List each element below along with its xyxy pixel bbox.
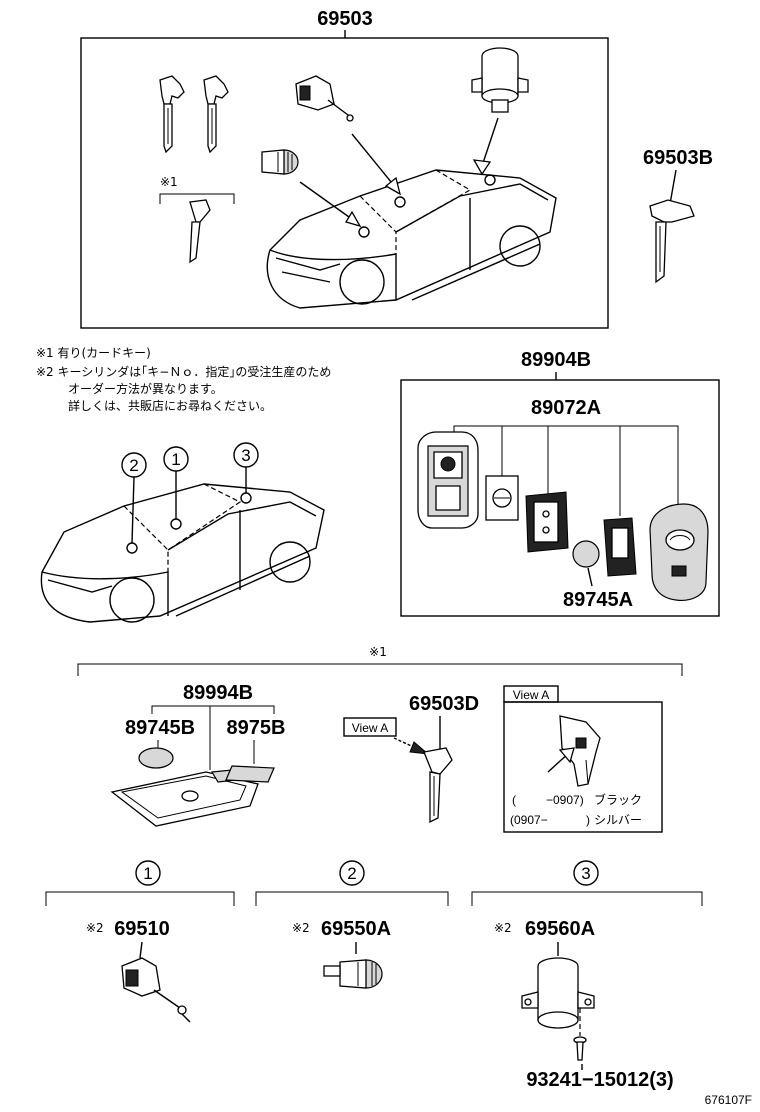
view-a-row2-to: ) <box>586 813 590 827</box>
callout-1: 1 <box>135 860 161 886</box>
bracket-group-1 <box>45 891 235 906</box>
part-number-69503: 69503 <box>317 8 373 30</box>
door-lock-cylinder-icon <box>295 75 354 122</box>
bracket-group-3 <box>471 891 703 906</box>
leader-89745A <box>587 567 593 587</box>
view-a-panel <box>503 701 663 833</box>
note-mark-2: ※2 <box>292 921 310 935</box>
key-icon <box>159 75 185 154</box>
note-mark-2: ※2 <box>86 921 104 935</box>
note-mark-2: ※2 <box>494 921 512 935</box>
callout-3: 3 <box>573 860 599 886</box>
trunk-cylinder-icon <box>323 959 383 989</box>
frame-89904B <box>400 379 720 617</box>
callout-1: 1 <box>163 446 189 519</box>
car-outline-icon <box>266 169 557 309</box>
part-number-69560A: 69560A <box>525 918 595 940</box>
note-2-line-1: ※2 キーシリンダは｢キ−Ｎｏ．指定｣の受注生産のため <box>36 364 331 379</box>
emergency-key-icon <box>423 747 453 824</box>
screw-icon <box>573 1036 587 1061</box>
part-number-89904B: 89904B <box>521 349 591 371</box>
leader-69503B <box>669 169 677 205</box>
door-lock-cylinder-icon <box>121 957 191 1023</box>
view-a-row1-to: −0907) <box>546 793 584 807</box>
part-number-69503D: 69503D <box>409 693 479 715</box>
part-number-69503B: 69503B <box>643 147 713 169</box>
view-a-arrow-icon <box>547 747 575 773</box>
car-outline-icon <box>40 483 325 623</box>
part-number-89072A: 89072A <box>531 397 601 419</box>
remote-key-icon <box>649 503 709 601</box>
view-a-row2-color: シルバー <box>594 813 642 827</box>
ignition-cylinder-icon <box>471 47 529 113</box>
svg-text:2: 2 <box>347 864 356 883</box>
part-number-69550A: 69550A <box>321 918 391 940</box>
svg-text:3: 3 <box>581 864 590 883</box>
note-2-line-2: オーダー方法が異なります。 <box>68 381 223 396</box>
note-mark-1: ※1 <box>160 175 178 189</box>
svg-text:3: 3 <box>241 446 250 465</box>
svg-text:1: 1 <box>171 450 180 469</box>
callout-3: 3 <box>233 442 259 493</box>
part-number-69510: 69510 <box>114 918 170 940</box>
view-a-label-box <box>343 717 397 737</box>
emblem-icon <box>485 475 519 521</box>
drawing-id: 676107F <box>705 1093 752 1107</box>
view-a-row1-color: ブラック <box>594 792 642 807</box>
leader-69510 <box>139 941 143 959</box>
key-icon <box>203 75 229 154</box>
key-fob-case-icon <box>417 431 479 529</box>
part-number-8975B: 8975B <box>227 717 286 739</box>
bracket-89994B <box>151 705 275 714</box>
bracket-card-key-section <box>77 663 683 676</box>
frame-69503 <box>80 37 609 329</box>
ignition-cylinder-icon <box>521 957 595 1029</box>
key-icon <box>649 199 695 284</box>
note-2-line-3: 詳しくは、共販店にお尋ねください。 <box>68 398 272 413</box>
part-number-93241: 93241−15012(3) <box>526 1069 673 1091</box>
bracket-group-2 <box>255 891 449 906</box>
view-a-row2-from: (0907− <box>510 813 548 827</box>
callout-2: 2 <box>121 452 147 544</box>
view-a-panel-title: View A <box>513 688 549 702</box>
coin-battery-icon <box>138 747 174 769</box>
svg-text:1: 1 <box>143 864 152 883</box>
view-a-label: View A <box>352 721 388 735</box>
card-key-blade-icon <box>189 199 211 264</box>
view-a-row1-from: ( <box>512 793 516 807</box>
inner-frame-icon <box>603 517 637 577</box>
part-number-89745A: 89745A <box>563 589 633 611</box>
part-number-89994B: 89994B <box>183 682 253 704</box>
battery-icon <box>572 540 600 568</box>
note-mark-1-section: ※1 <box>369 645 387 659</box>
circuit-board-icon <box>525 491 569 553</box>
part-number-89745B: 89745B <box>125 717 195 739</box>
svg-text:2: 2 <box>129 456 138 475</box>
callout-2: 2 <box>339 860 365 886</box>
pointer-arrows <box>299 117 499 228</box>
bracket-card-key <box>159 193 235 204</box>
note-1: ※1 有り(カードキー) <box>36 346 151 360</box>
trunk-cylinder-icon <box>261 149 299 175</box>
card-label-icon <box>225 765 275 783</box>
view-direction-arrow <box>393 737 430 755</box>
view-a-panel-tab <box>503 685 559 703</box>
